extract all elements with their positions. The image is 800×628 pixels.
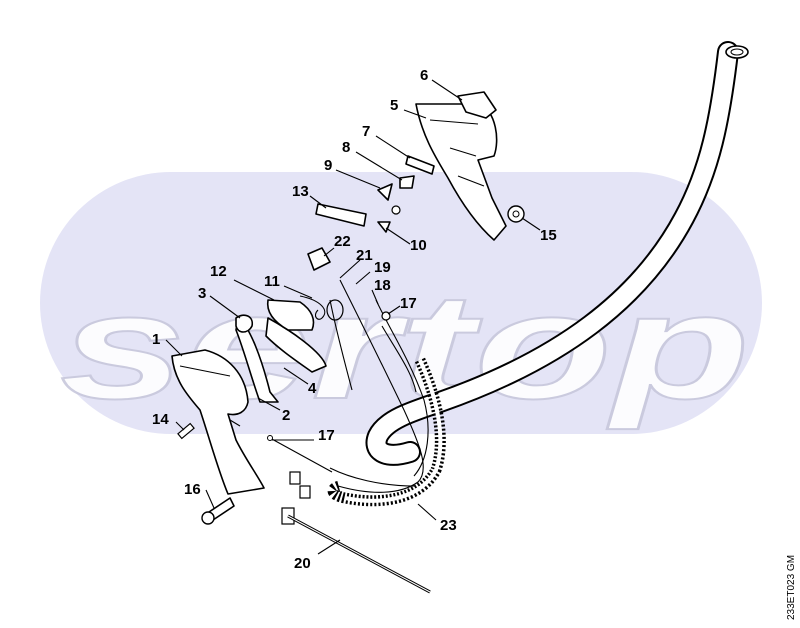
- handle-housing-left: [171, 349, 265, 495]
- part-label-22: 22: [334, 233, 351, 250]
- part-label-8: 8: [342, 139, 350, 156]
- cable-tie-20: [281, 507, 431, 594]
- spring-11: [299, 295, 344, 321]
- knob-6: [457, 91, 497, 119]
- watermark-text: sertop: [60, 262, 750, 430]
- control-handle-5: [415, 103, 507, 241]
- leader-lines: [165, 79, 541, 555]
- part-label-12: 12: [210, 263, 227, 280]
- part-label-15: 15: [540, 227, 557, 244]
- handlebar-tube: [365, 41, 749, 466]
- part-label-6: 6: [420, 67, 428, 84]
- part-label-7: 7: [362, 123, 370, 140]
- screw-16: [201, 497, 235, 525]
- part-label-23: 23: [440, 517, 457, 534]
- part-label-16: 16: [184, 481, 201, 498]
- plate-7: [405, 155, 435, 175]
- part-label-1: 1: [152, 331, 160, 348]
- trigger-part-2: [235, 317, 279, 403]
- part-label-14: 14: [152, 411, 169, 428]
- part-label-21: 21: [356, 247, 373, 264]
- part-labels: 1 2 3 4 5 6 7 8 9 10 11 12 13 14 15 16 1…: [152, 67, 557, 572]
- part-label-9: 9: [324, 157, 332, 174]
- trigger-part-3: [235, 314, 254, 333]
- small-part-22: [307, 247, 331, 271]
- part-label-11: 11: [264, 273, 280, 290]
- small-parts-8-9-10: [377, 175, 415, 233]
- screw-14: [177, 422, 195, 440]
- handle-housing-right-12: [266, 299, 315, 331]
- part-label-4: 4: [308, 380, 317, 397]
- part-label-13: 13: [292, 183, 309, 200]
- part-label-18: 18: [374, 277, 391, 294]
- drawing-code: 233ET023 GM: [786, 555, 797, 620]
- part-label-3: 3: [198, 285, 206, 302]
- part-label-19: 19: [374, 259, 391, 276]
- trigger-part-4: [265, 317, 327, 373]
- nut-15: [507, 205, 525, 223]
- corrugated-hose: [327, 357, 446, 507]
- lever-13: [315, 203, 367, 227]
- part-label-20: 20: [294, 555, 311, 572]
- part-label-17-upper: 17: [400, 295, 417, 312]
- part-label-17-lower: 17: [318, 427, 335, 444]
- part-label-5: 5: [390, 97, 398, 114]
- cables: [267, 279, 429, 493]
- part-label-2: 2: [282, 407, 290, 424]
- part-label-10: 10: [410, 237, 427, 254]
